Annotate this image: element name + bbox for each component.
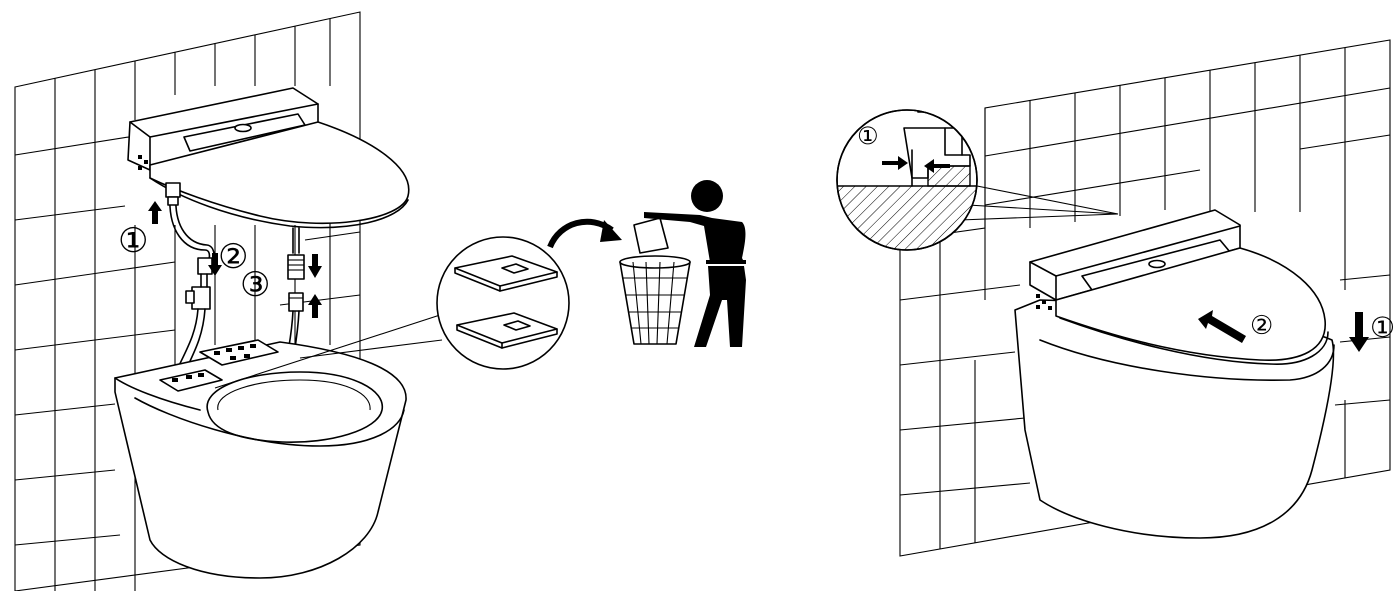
wall-hung-toilet-pan [115,315,442,578]
detail-step-1-label: ① [857,122,879,150]
pads-magnifier [437,237,569,369]
step-1-label: ① [118,221,148,261]
up-arrow-icon [148,201,162,224]
up-arrow-icon [308,294,322,318]
down-arrow-icon [1349,312,1369,352]
right-step-2-label: ② [1250,311,1273,341]
right-step-1-label: ① [1370,311,1395,344]
down-arrow-icon [308,254,322,278]
trash-bin-icon [620,256,690,344]
discard-pictogram [550,180,746,347]
step-3-label: ③ [240,265,270,305]
assembled-toilet [1015,210,1334,538]
